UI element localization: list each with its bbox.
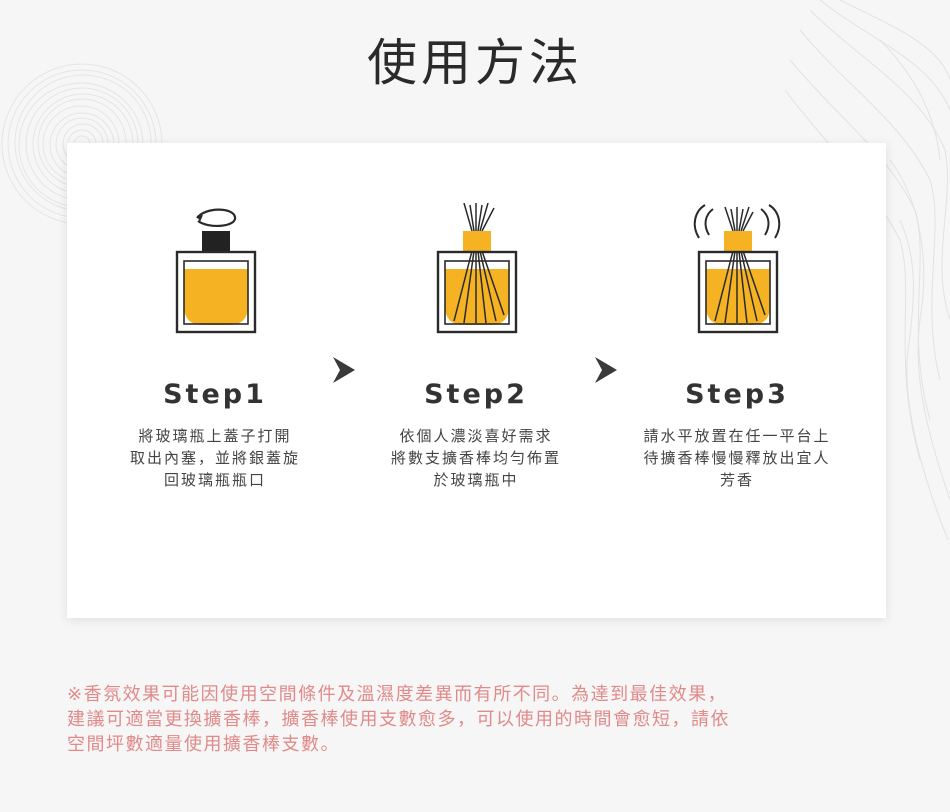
note-line-1: ※香氛效果可能因使用空間條件及溫濕度差異而有所不同。為達到最佳效果， — [67, 682, 887, 707]
note-line-3: 空間坪數適量使用擴香棒支數。 — [67, 732, 887, 757]
bottle-with-cap-icon — [165, 203, 265, 353]
step-2-line-2: 將數支擴香棒均勻佈置 — [356, 447, 596, 469]
step-2: Step2 依個人濃淡喜好需求 將數支擴香棒均勻佈置 於玻璃瓶中 — [356, 203, 596, 491]
step-1-line-3: 回玻璃瓶瓶口 — [95, 469, 335, 491]
usage-note: ※香氛效果可能因使用空間條件及溫濕度差異而有所不同。為達到最佳效果， 建議可適當… — [67, 682, 887, 757]
step-3-line-3: 芳香 — [617, 469, 857, 491]
note-line-2: 建議可適當更換擴香棒，擴香棒使用支數愈多，可以使用的時間會愈短，請依 — [67, 707, 887, 732]
page-title: 使用方法 — [0, 28, 950, 98]
next-arrow-icon — [593, 355, 619, 385]
step-1-line-1: 將玻璃瓶上蓋子打開 — [95, 425, 335, 447]
step-3-line-2: 待擴香棒慢慢釋放出宜人 — [617, 447, 857, 469]
step-3-label: Step3 — [617, 379, 857, 411]
step-1-description: 將玻璃瓶上蓋子打開 取出內塞，並將銀蓋旋 回玻璃瓶瓶口 — [95, 425, 335, 491]
step-1-line-2: 取出內塞，並將銀蓋旋 — [95, 447, 335, 469]
step-1-label: Step1 — [95, 379, 335, 411]
step-3: Step3 請水平放置在任一平台上 待擴香棒慢慢釋放出宜人 芳香 — [617, 203, 857, 491]
rotate-arrow-icon — [197, 210, 235, 226]
step-2-description: 依個人濃淡喜好需求 將數支擴香棒均勻佈置 於玻璃瓶中 — [356, 425, 596, 491]
next-arrow-icon — [331, 355, 357, 385]
step-1: Step1 將玻璃瓶上蓋子打開 取出內塞，並將銀蓋旋 回玻璃瓶瓶口 — [95, 203, 335, 491]
bottle-diffusing-icon — [677, 203, 797, 353]
steps-card: Step1 將玻璃瓶上蓋子打開 取出內塞，並將銀蓋旋 回玻璃瓶瓶口 — [67, 143, 886, 618]
step-3-line-1: 請水平放置在任一平台上 — [617, 425, 857, 447]
step-2-line-1: 依個人濃淡喜好需求 — [356, 425, 596, 447]
step-2-line-3: 於玻璃瓶中 — [356, 469, 596, 491]
step-2-label: Step2 — [356, 379, 596, 411]
step-3-description: 請水平放置在任一平台上 待擴香棒慢慢釋放出宜人 芳香 — [617, 425, 857, 491]
bottle-with-reeds-icon — [426, 203, 526, 353]
